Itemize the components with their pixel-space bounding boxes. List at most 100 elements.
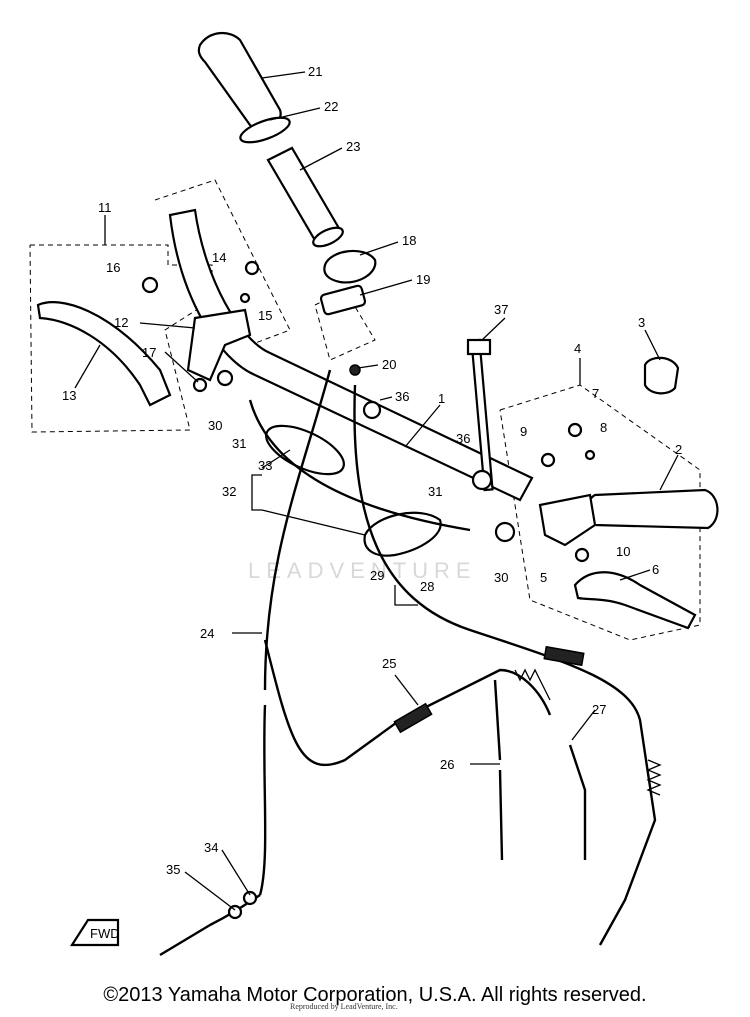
leader-21 [261,71,306,79]
leader-18 [359,241,399,256]
clip-36a [362,400,382,420]
adjuster-30a [216,369,234,387]
adjuster-35 [227,904,243,920]
callout-3: 3 [638,315,645,330]
callout-23: 23 [346,139,360,154]
leader-28 [394,585,418,606]
screw-20 [349,364,361,376]
callout-17: 17 [142,345,156,360]
leader-34 [221,849,251,896]
callout-5: 5 [540,570,547,585]
adjuster-30b [494,521,516,543]
leader-19 [359,279,413,296]
callout-6: 6 [652,562,659,577]
cable-34 [159,894,261,957]
clip-36b [471,469,493,491]
leader-33 [261,449,291,469]
callout-30a: 30 [208,418,222,433]
leader-27 [571,709,596,741]
callout-28: 28 [420,579,434,594]
reprint-note: Reproduced by LeadVenture, Inc. [290,1002,398,1011]
tube-23-end [312,226,344,248]
leader-3 [644,329,661,361]
lever-bracket-5 [538,493,597,547]
cable-sleeve-25 [393,702,433,734]
leader-17 [164,351,199,383]
callout-4: 4 [574,341,581,356]
nut-10 [574,547,590,563]
callout-20: 20 [382,357,396,372]
adjuster-34 [242,890,258,906]
cable-28 [353,384,657,946]
leader-35 [184,871,236,911]
callout-9: 9 [520,424,527,439]
screw-9 [540,452,556,468]
grip-21 [197,32,282,131]
callout-31a: 31 [232,436,246,451]
strap-head-37 [466,338,492,356]
callout-15: 15 [258,308,272,323]
callout-11: 11 [98,200,112,215]
cable-26 [498,769,504,861]
watermark: LEADVENTURE [248,558,477,583]
callout-31b: 31 [428,484,442,499]
leader-20 [357,364,379,369]
nut-8 [584,449,596,461]
cable-sleeve-28 [543,645,585,667]
leader-25 [394,674,419,706]
leader-36a [379,396,393,401]
fwd-arrow [69,918,120,947]
cable-25 [263,639,552,767]
callout-36b: 36 [456,431,470,446]
bolt-14 [244,260,260,276]
callout-24: 24 [200,626,214,641]
cable-32 [248,399,471,532]
copyright-notice: ©2013 Yamaha Motor Corporation, U.S.A. A… [103,984,647,1006]
callout-2: 2 [675,442,682,457]
callout-26: 26 [440,757,454,772]
callout-7: 7 [592,386,599,401]
bolt-16 [141,276,159,294]
ring-22 [239,116,291,144]
nut-17 [192,377,208,393]
leader-22 [269,107,321,121]
callout-21: 21 [308,64,322,79]
grip-2 [586,488,719,530]
nut-15 [239,292,251,304]
callout-22: 22 [324,99,338,114]
lever-holder-12 [186,308,252,382]
leader-13 [74,344,101,389]
callout-37: 37 [494,302,508,317]
callout-16: 16 [106,260,120,275]
leader-6 [619,569,651,581]
callout-12: 12 [114,315,128,330]
throttle-housing-18 [323,249,377,284]
callout-10: 10 [616,544,630,559]
switch-3 [643,356,680,395]
callout-35: 35 [166,862,180,877]
screw-7 [567,422,583,438]
cable-25-branch [493,679,502,761]
leader-37 [481,317,506,341]
callout-13: 13 [62,388,76,403]
handlebar [168,208,534,502]
group-box-upper [154,179,291,346]
brake-lever-6 [573,571,697,630]
leader-12 [139,322,196,329]
leader-1 [404,404,441,448]
callout-25: 25 [382,656,396,671]
fwd-label: FWD [90,926,120,941]
spring-25 [514,668,551,701]
callout-34: 34 [204,840,218,855]
callout-19: 19 [416,272,430,287]
callout-27: 27 [592,702,606,717]
leader-32 [251,474,262,511]
callout-14: 14 [212,250,226,265]
callout-30b: 30 [494,570,508,585]
callout-29: 29 [370,568,384,583]
boot-29 [363,511,442,557]
callout-33: 33 [258,458,272,473]
callout-1: 1 [438,391,445,406]
callout-36a: 36 [395,389,409,404]
